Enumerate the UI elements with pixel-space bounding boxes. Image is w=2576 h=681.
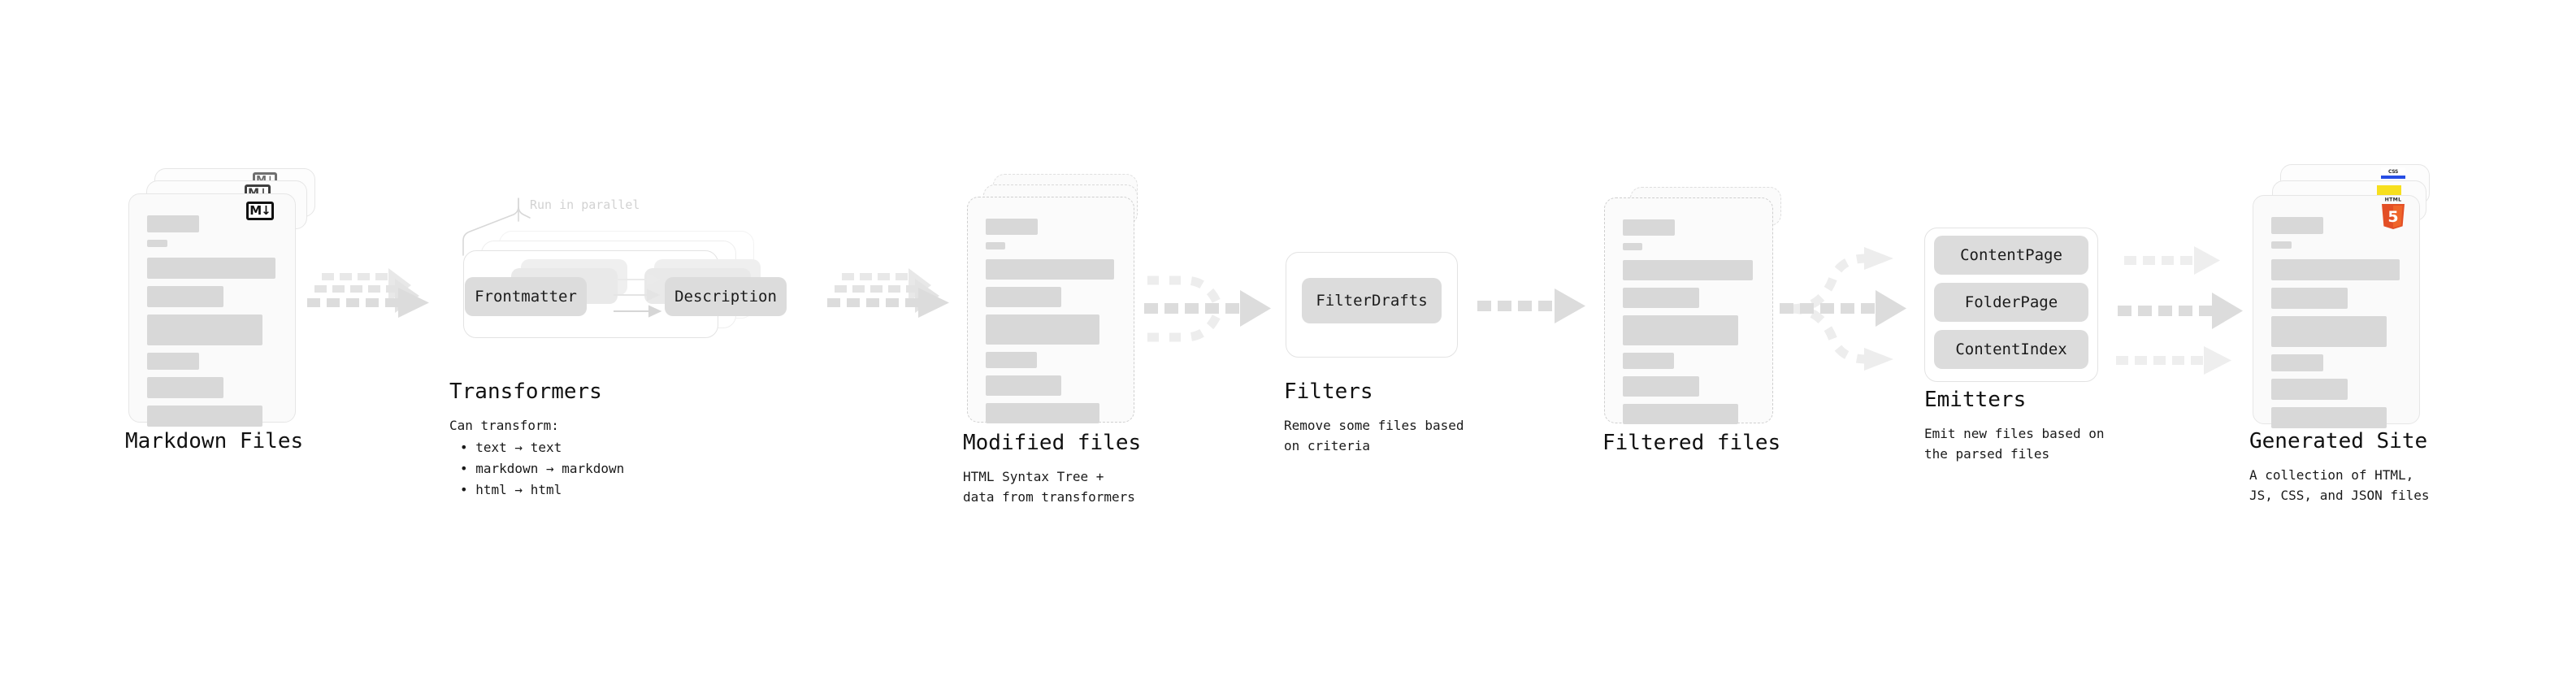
emitters-chip-contentindex[interactable]: ContentIndex xyxy=(1934,330,2088,369)
stage-title-markdown-files: Markdown Files xyxy=(125,429,304,453)
content-line xyxy=(2271,217,2323,234)
content-line xyxy=(147,353,199,370)
transformers-bullet-2: • html → html xyxy=(460,482,562,497)
css-logo-bar xyxy=(2381,176,2405,179)
content-line xyxy=(147,286,223,307)
connector-filtered-to-emitters xyxy=(1780,247,1906,371)
emitters-chip-contentpage[interactable]: ContentPage xyxy=(1934,236,2088,275)
content-line xyxy=(2271,379,2348,400)
connector-transformers-to-modified xyxy=(827,268,949,318)
transformer-chip-description-label: Description xyxy=(674,288,777,306)
markdown-file-card-front xyxy=(128,193,296,427)
css-logo-label: CSS xyxy=(2388,169,2398,175)
svg-text:HTML: HTML xyxy=(2385,197,2402,203)
content-line xyxy=(147,377,223,398)
stage-title-filtered-files: Filtered files xyxy=(1602,431,1781,455)
connector-emitters-to-site xyxy=(2116,246,2243,375)
site-file-content-lines xyxy=(2271,217,2401,436)
filters-chip-filterdrafts-label: FilterDrafts xyxy=(1316,292,1428,310)
stage-subtitle-filters: Remove some files based on criteria xyxy=(1284,418,1464,453)
transformer-inner-arrows xyxy=(614,273,662,318)
stage-subtitle-transformers: Can transform: xyxy=(449,418,559,433)
connector-filters-to-filtered xyxy=(1477,288,1585,323)
content-line xyxy=(986,287,1061,307)
filtered-file-content-lines xyxy=(1623,219,1754,432)
filters-chip-filterdrafts[interactable]: FilterDrafts xyxy=(1302,278,1442,323)
transformer-chip-frontmatter-label: Frontmatter xyxy=(475,288,577,306)
transformer-chip-description[interactable]: Description xyxy=(665,277,787,316)
emitters-chip-contentindex-label: ContentIndex xyxy=(1955,340,2067,358)
stage-title-transformers: Transformers xyxy=(449,380,602,404)
html5-logo-icon: HTML 5 xyxy=(2382,197,2405,229)
run-in-parallel-label: Run in parallel xyxy=(530,197,640,212)
content-line xyxy=(986,352,1037,368)
content-line xyxy=(2271,259,2400,280)
content-line xyxy=(2271,354,2323,371)
content-line xyxy=(1623,353,1674,369)
stage-title-filters: Filters xyxy=(1284,380,1373,404)
transformers-bullet-1: • markdown → markdown xyxy=(460,461,625,476)
css-logo-icon: CSS xyxy=(2381,167,2405,179)
content-line xyxy=(2271,316,2387,347)
transformer-chip-frontmatter[interactable]: Frontmatter xyxy=(465,277,587,316)
content-line xyxy=(147,314,262,345)
markdown-file-content-lines xyxy=(147,215,277,434)
content-line xyxy=(986,242,1005,249)
stage-subtitle-generated-site: A collection of HTML, JS, CSS, and JSON … xyxy=(2249,467,2430,503)
run-in-parallel-bracket xyxy=(462,197,531,256)
connector-markdown-to-transformers xyxy=(307,268,429,318)
stage-title-modified-files: Modified files xyxy=(963,431,1142,455)
content-line xyxy=(2271,407,2387,428)
content-line xyxy=(1623,288,1699,308)
stage-subtitle-emitters: Emit new files based on the parsed files xyxy=(1924,426,2105,462)
content-line xyxy=(1623,404,1738,424)
emitters-chip-contentpage-label: ContentPage xyxy=(1960,246,2062,264)
content-line xyxy=(2271,288,2348,309)
content-line xyxy=(986,403,1099,423)
content-line xyxy=(1623,260,1753,280)
content-line xyxy=(147,240,167,247)
emitters-chip-folderpage[interactable]: FolderPage xyxy=(1934,283,2088,322)
svg-text:5: 5 xyxy=(2387,208,2398,226)
content-line xyxy=(986,259,1114,280)
modified-file-card-front xyxy=(967,197,1134,423)
content-line xyxy=(147,215,199,232)
content-line xyxy=(147,406,262,427)
emitters-chip-folderpage-label: FolderPage xyxy=(1964,293,2058,311)
modified-file-content-lines xyxy=(986,219,1116,431)
site-file-card-front xyxy=(2253,195,2420,428)
content-line xyxy=(2271,241,2292,249)
filtered-file-card-front xyxy=(1604,197,1773,424)
content-line xyxy=(1623,243,1642,250)
content-line xyxy=(1623,219,1675,236)
stage-title-emitters: Emitters xyxy=(1924,388,2027,412)
transformers-bullet-0: • text → text xyxy=(460,440,562,455)
markdown-logo-icon: M↓ xyxy=(246,202,274,220)
content-line xyxy=(147,258,275,279)
connector-modified-to-filters xyxy=(1144,275,1271,342)
stage-subtitle-modified-files: HTML Syntax Tree + data from transformer… xyxy=(963,469,1135,505)
content-line xyxy=(986,314,1099,345)
stage-title-generated-site: Generated Site xyxy=(2249,429,2428,453)
content-line xyxy=(986,219,1038,235)
content-line xyxy=(1623,376,1699,397)
content-line xyxy=(986,375,1061,396)
content-line xyxy=(1623,315,1738,345)
